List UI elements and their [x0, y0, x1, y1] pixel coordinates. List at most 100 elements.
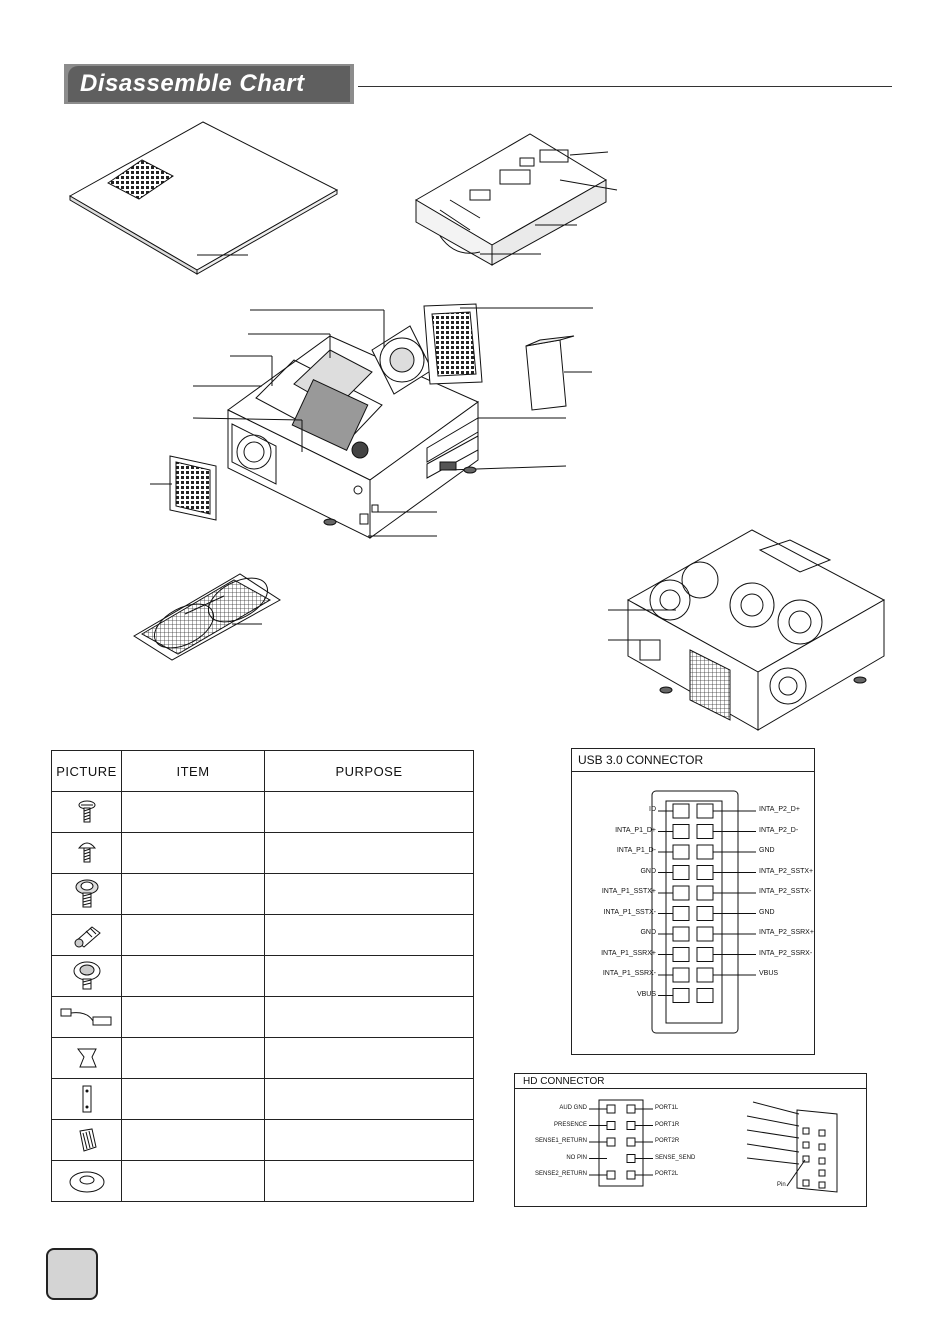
purpose-cell: [264, 955, 474, 997]
hd-left-pin: [606, 1137, 616, 1147]
hd-right-pin-label: PORT2R: [655, 1138, 680, 1144]
rear-chassis-view: [608, 529, 886, 731]
rubber-washer-icon: [69, 1171, 104, 1193]
hd-header-bar: [515, 1074, 866, 1089]
hd-right-pin: [626, 1170, 636, 1180]
small-screw-icon: [77, 842, 96, 863]
picture-cell: [51, 791, 122, 833]
usb-right-pin-label: INTA_P2_D+: [759, 806, 800, 813]
table-row: [51, 873, 474, 915]
hd-left-pin: [606, 1170, 616, 1180]
usb-right-pin-label: GND: [759, 847, 775, 854]
picture-cell: [51, 1160, 122, 1202]
usb-right-pin-label: INTA_P2_SSTX+: [759, 867, 814, 875]
column-header-purpose: PURPOSE: [264, 750, 474, 792]
item-cell: [121, 914, 265, 956]
item-cell: [121, 1160, 265, 1202]
front-dust-filter: [150, 455, 217, 521]
table-row: [51, 914, 474, 956]
top-cover-panel: [68, 121, 339, 275]
item-cell: [121, 1037, 265, 1079]
usb-left-pin: [672, 906, 690, 921]
picture-cell: [51, 832, 122, 874]
hd-right-pin: [626, 1137, 636, 1147]
table-row: [51, 1037, 474, 1079]
knurled-nut-icon: [78, 1128, 97, 1152]
exploded-view-drawing: [68, 121, 886, 731]
usb-right-pin: [696, 885, 714, 901]
cable-clip-icon: [76, 1048, 97, 1068]
usb-right-pin: [696, 803, 714, 819]
purpose-cell: [264, 1119, 474, 1161]
picture-cell: [51, 1078, 122, 1120]
picture-cell: [51, 955, 122, 997]
usb-right-pin-label: INTA_P2_SSTX-: [759, 888, 812, 895]
usb-left-pin-label: INTA_P1_D+: [615, 826, 656, 834]
hd-left-pin-label: SENSE2_RETURN: [534, 1171, 587, 1177]
usb-right-pin-label: VBUS: [759, 970, 779, 977]
fan-filter-frame: [133, 573, 281, 661]
table-row: [51, 1078, 474, 1120]
usb-left-pin-label: INTA_P1_D-: [616, 847, 656, 854]
usb-left-pin: [672, 967, 690, 983]
usb-left-pin-label: GND: [640, 867, 656, 875]
hd-right-pin-label: PORT1R: [655, 1121, 680, 1128]
thumb-screw-icon: [75, 879, 98, 908]
column-header-item: ITEM: [121, 750, 265, 792]
purpose-cell: [264, 1160, 474, 1202]
hd-right-pin: [626, 1154, 636, 1163]
purpose-cell: [264, 791, 474, 833]
main-chassis: [192, 309, 567, 539]
item-cell: [121, 832, 265, 874]
hd-header-3d-illustration: [746, 1101, 838, 1193]
usb-left-pin: [672, 844, 690, 860]
table-row: [51, 1160, 474, 1202]
usb-right-pin: [696, 926, 714, 942]
drive-bracket: [415, 133, 618, 266]
page-number-badge: [46, 1248, 98, 1300]
header-tab: [68, 66, 350, 102]
picture-cell: [51, 914, 122, 956]
usb-right-pin: [696, 906, 714, 921]
hard-drive: [525, 335, 592, 411]
table-row: [51, 1119, 474, 1161]
item-cell: [121, 873, 265, 915]
hd-right-pin: [626, 1121, 636, 1130]
usb-right-pin: [696, 947, 714, 962]
usb-left-pin-label: INTA_P1_SSRX+: [601, 949, 656, 957]
usb-left-pin: [672, 885, 690, 901]
usb3-pin-grid: [651, 790, 756, 1034]
purpose-cell: [264, 996, 474, 1038]
purpose-cell: [264, 1078, 474, 1120]
usb-right-pin: [696, 824, 714, 839]
usb-left-pin-label: INTA_P1_SSRX-: [602, 970, 656, 977]
usb-right-pin-label: INTA_P2_D-: [759, 826, 799, 834]
usb3-header-bar: [572, 749, 814, 772]
item-cell: [121, 996, 265, 1038]
header-rule: [358, 86, 892, 87]
pin-one-label: Pin: [777, 1182, 786, 1188]
table-header-row: PICTURE ITEM PURPOSE: [51, 750, 474, 792]
large-thumb-screw-icon: [73, 961, 100, 990]
usb-right-pin: [696, 967, 714, 983]
usb-left-pin: [672, 824, 690, 839]
hd-left-pin-label: SENSE1_RETURN: [534, 1138, 587, 1144]
item-cell: [121, 955, 265, 997]
item-cell: [121, 1119, 265, 1161]
hd-right-pin: [626, 1104, 636, 1114]
bracket-icon: [82, 1085, 91, 1113]
usb-right-pin: [696, 844, 714, 860]
standoff-icon: [74, 926, 101, 948]
small-flat-screw-icon: [78, 800, 95, 823]
hd-pin-grid: [589, 1099, 838, 1193]
purpose-cell: [264, 1037, 474, 1079]
table-row: [51, 791, 474, 833]
usb-left-pin: [672, 926, 690, 942]
page-title: Disassemble Chart: [80, 70, 305, 97]
usb-right-pin: [696, 988, 714, 1003]
hd-title: HD CONNECTOR: [523, 1076, 605, 1087]
picture-cell: [51, 1119, 122, 1161]
column-header-picture: PICTURE: [51, 750, 122, 792]
